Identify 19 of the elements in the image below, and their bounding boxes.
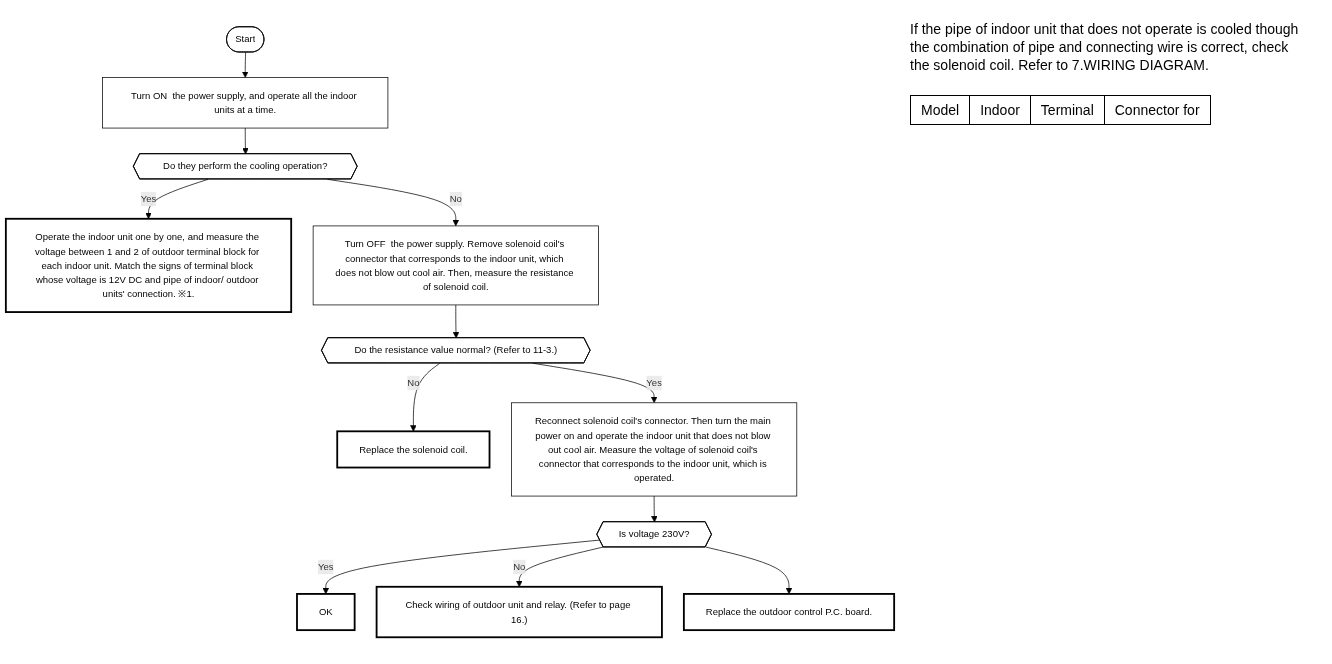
- node-box: Turn OFF the power supply. Remove solenoid coil's connector that corresponds to the indoor unit, which does not blow out cool air. Then, measure the resistance of solenoid coil.: [312, 225, 599, 306]
- edge-label: No: [513, 561, 526, 573]
- node-box: Operate the indoor unit one by one, and measure the voltage between 1 and 2 of outdoor terminal block for each indoor unit. Match the signs of terminal block whose voltage is 12V DC and pipe of indoor/ outdoor units' connection. ※1.: [4, 217, 293, 313]
- edge-label: Yes: [140, 193, 157, 205]
- table-header-cell: Terminal: [1030, 95, 1105, 125]
- edge-label: Yes: [646, 377, 662, 389]
- edge-label: No: [407, 377, 420, 389]
- node-box: Check wiring of outdoor unit and relay. (Refer to page 16.): [375, 585, 663, 639]
- table-header-cell: Indoor: [969, 95, 1031, 125]
- table-header-cell: Connector for: [1104, 95, 1211, 125]
- edge-label: Yes: [318, 561, 334, 573]
- table-header-cell: Model: [910, 95, 970, 125]
- node-box: OK: [296, 593, 356, 632]
- edge-label: No: [449, 193, 462, 205]
- node-box: Turn ON the power supply, and operate all the indoor units at a time.: [102, 77, 389, 129]
- note-text: If the pipe of indoor unit that does not operate is cooled though the combination of pipe and connecting wire is correct, check the solenoid coil. Refer to 7.WIRING DIAGRAM.: [910, 20, 1300, 75]
- node-box: Replace the outdoor control P.C. board.: [682, 593, 896, 632]
- node-box: Reconnect solenoid coil's connector. Then turn the main power on and operate the indoor unit that does not blow out cool air. Measure the voltage of solenoid coil's connector that corresponds to the indoor unit, which is operated.: [511, 402, 798, 497]
- node-box: Replace the solenoid coil.: [336, 430, 491, 469]
